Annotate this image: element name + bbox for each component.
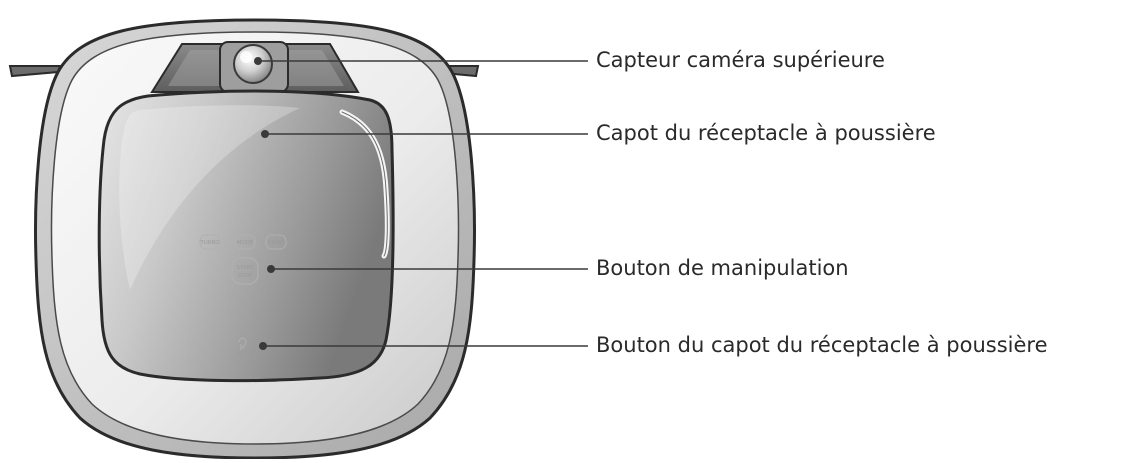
start-stop-button[interactable] [231,257,259,285]
label-control-button: Bouton de manipulation [596,256,849,280]
turbo-label: TURBO [199,240,220,246]
push-label: PUSH [237,351,252,357]
label-camera: Capteur caméra supérieure [596,48,885,72]
mode-label: MODE [237,240,254,246]
dust-bin-lid [97,89,395,383]
lock-icon [224,242,232,249]
side-brush-left [8,65,62,78]
turbo-button[interactable] [199,234,221,250]
mode-button[interactable] [234,234,256,250]
camera-lens-icon [233,44,273,84]
label-dust-cover: Capot du réceptacle à poussière [596,121,936,145]
control-panel: TURBO MODE HOME START STOP PUSH [199,234,287,357]
stop-label: STOP [238,273,253,279]
callout-control-button [267,265,588,273]
home-button[interactable] [265,234,287,250]
home-label: HOME [268,240,285,246]
start-label: START [237,265,255,271]
label-dust-cover-button: Bouton du capot du réceptacle à poussièr… [596,333,1048,357]
push-icon[interactable] [238,337,247,350]
callout-dust-cover-button [259,342,588,350]
callout-camera [254,57,588,65]
callout-dust-cover [261,130,588,138]
